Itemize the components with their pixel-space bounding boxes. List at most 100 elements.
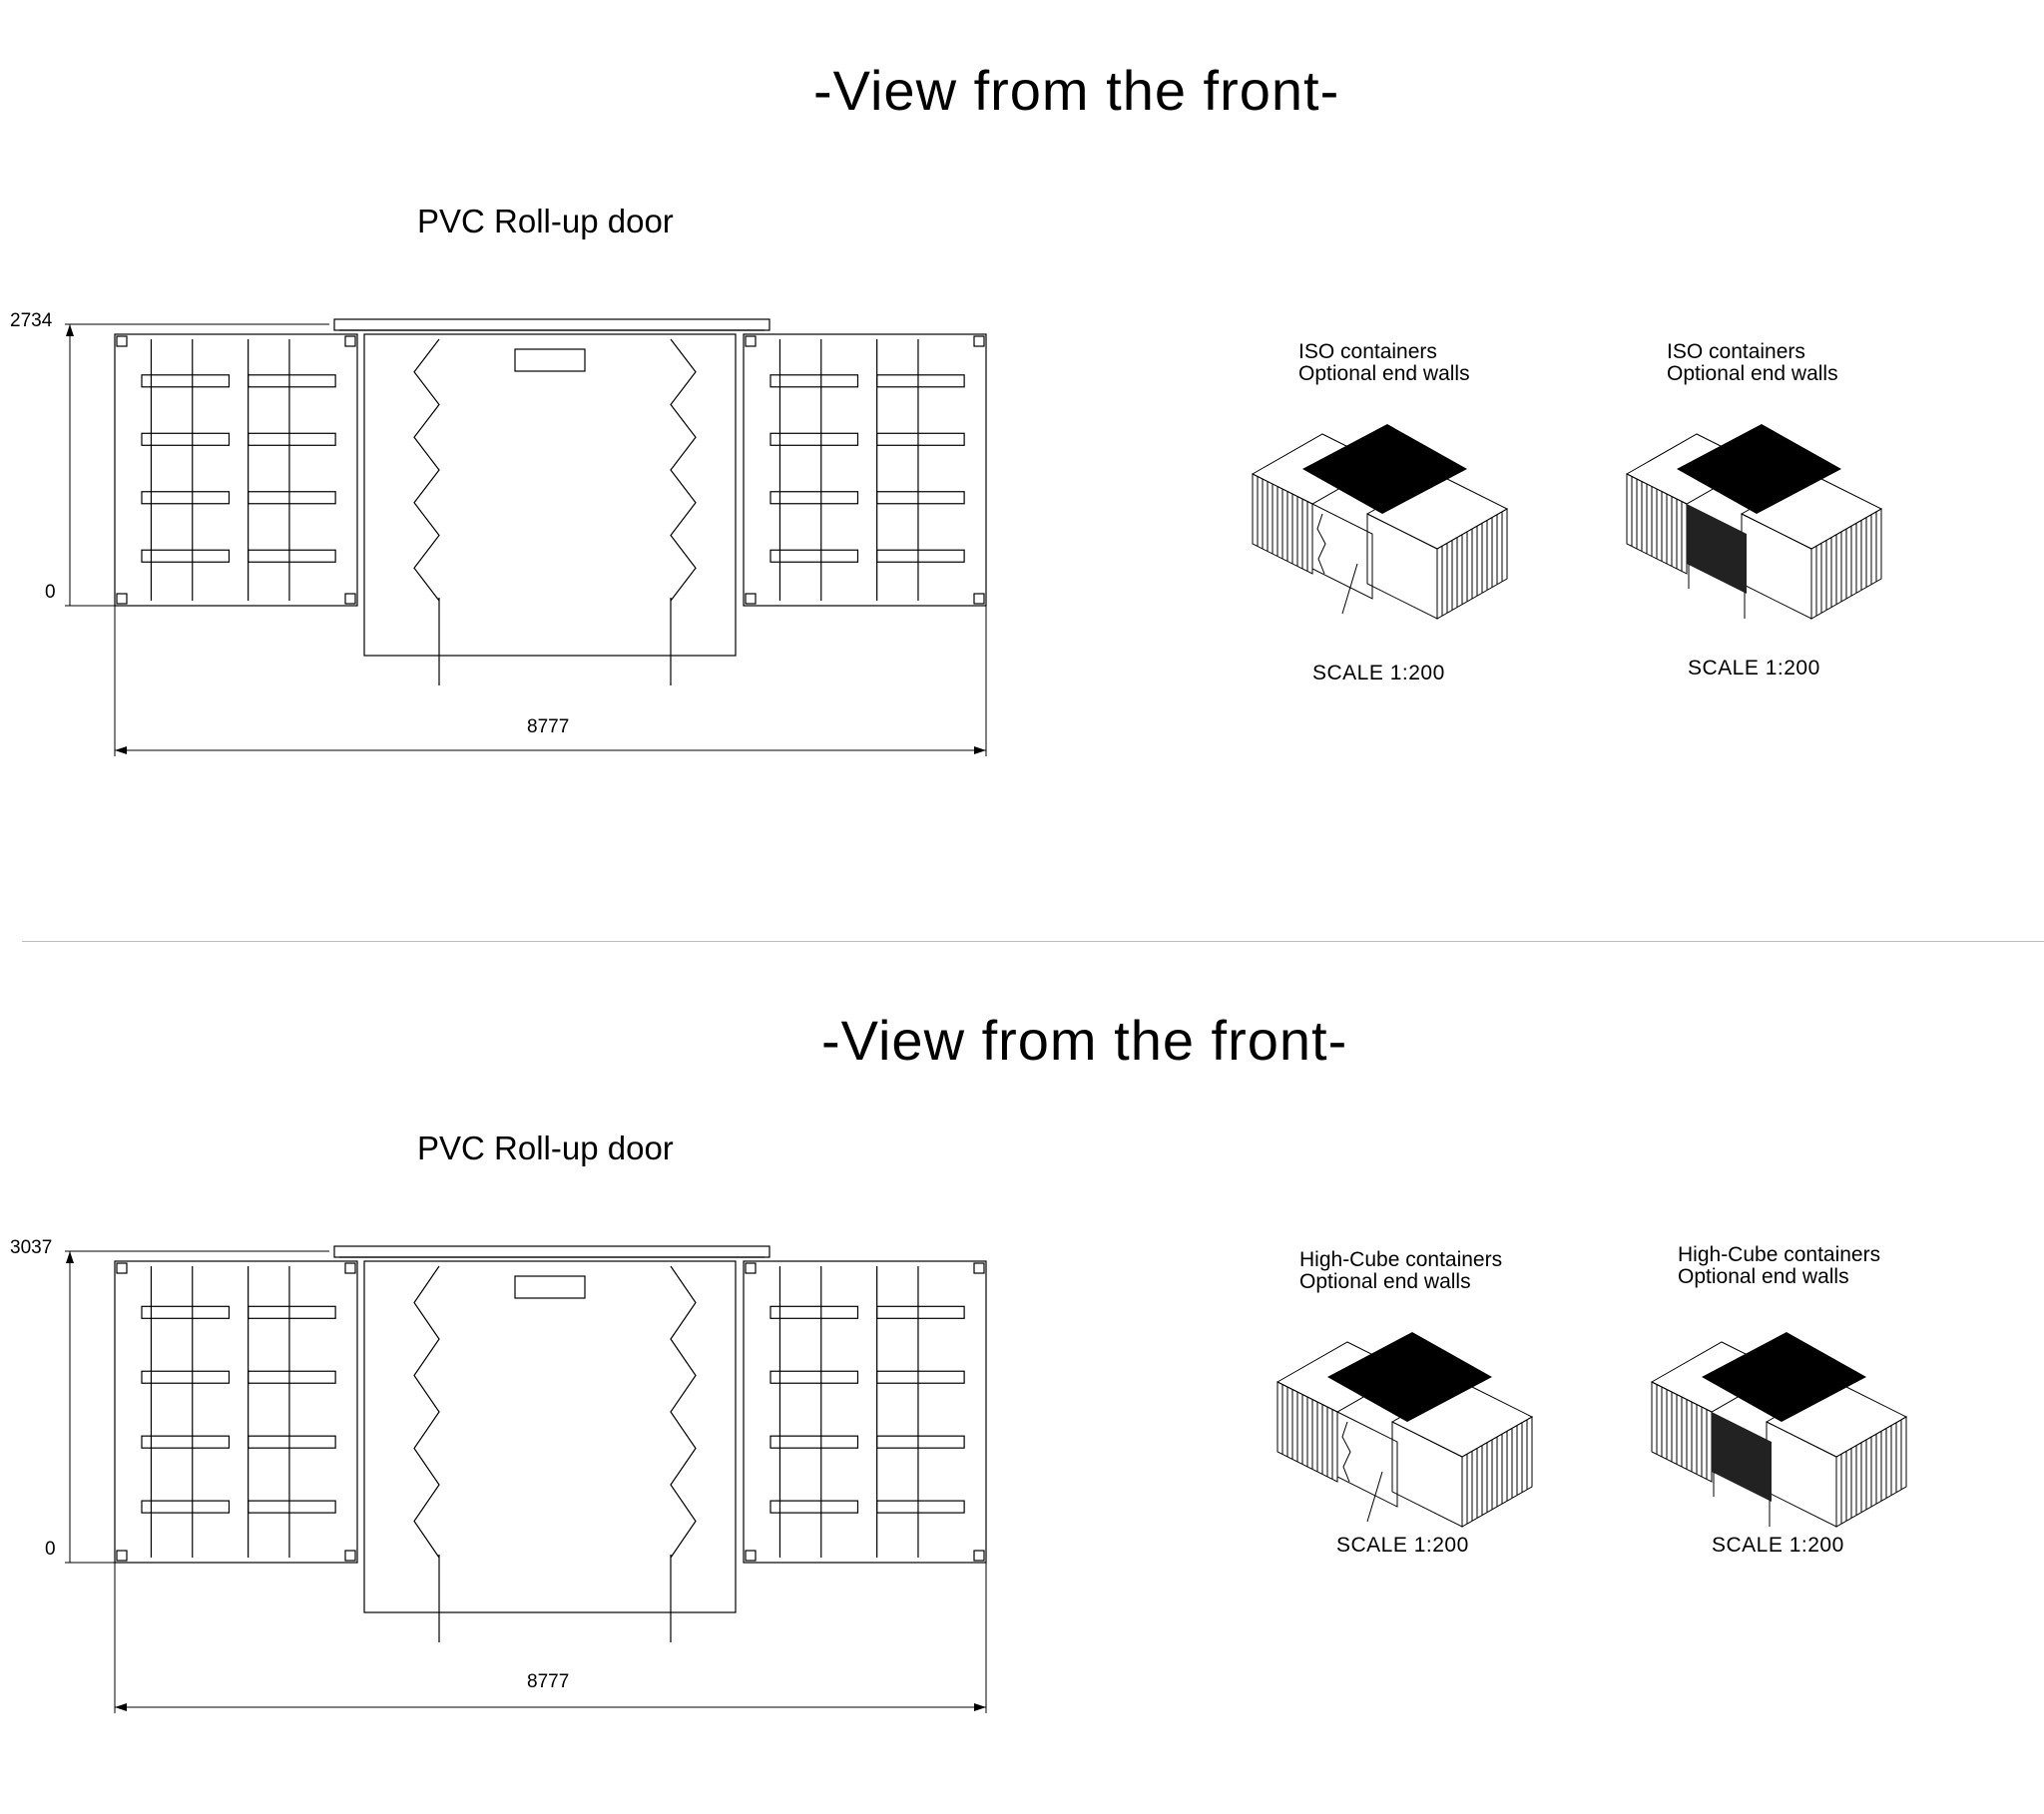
door-header-box [514,348,586,372]
section-2-iso-1-label: High-Cube containers Optional end walls [1299,1249,1502,1293]
corner-casting [344,1550,356,1562]
corner-casting [344,335,356,347]
container-end [743,1260,987,1564]
roll-up-door-guide [670,338,697,602]
section-1-iso-2-scale: SCALE 1:200 [1688,657,1820,680]
door-header-box [514,1275,586,1299]
section-1-title: -View from the front- [813,59,1340,122]
arrow-left [115,746,127,754]
roof-canopy [333,1245,770,1258]
section-2-front-elevation [65,1245,987,1713]
door-rib [248,374,336,388]
roll-up-door-guide [670,1265,697,1559]
door-rib [248,1435,336,1449]
door-rib [248,1500,336,1514]
section-2-height-label: 3037 [10,1237,53,1258]
arrow-up [66,1251,74,1263]
section-1-iso-2-line1: ISO containers [1667,340,1805,363]
section-2-zero-label: 0 [45,1539,56,1560]
door-rib [769,432,859,446]
door-rib [876,432,965,446]
corner-casting [745,1550,757,1562]
section-1-iso-2-drawing [1625,424,1883,620]
corner-casting [745,593,757,605]
iso-zigzag [1316,513,1326,575]
door-frame [363,333,737,657]
section-2-iso-2-drawing [1650,1332,1908,1528]
corner-casting [116,1262,128,1274]
door-rib [248,1370,336,1384]
door-rib [769,1435,859,1449]
door-rib [141,432,231,446]
corner-casting [344,1262,356,1274]
iso-roof-canopy [1327,1332,1492,1422]
iso-leg [1341,563,1358,615]
door-rib [769,1500,859,1514]
door-rib [769,549,859,563]
door-rib [141,549,231,563]
corner-casting [973,1550,985,1562]
arrow-up [66,324,74,336]
section-1-zero-label: 0 [45,582,56,603]
iso-roof-canopy [1677,424,1841,514]
door-rib [876,491,965,505]
door-rib [141,1435,231,1449]
iso-leg [1366,1471,1383,1523]
corner-casting [116,335,128,347]
section-2-iso-1-line2: Optional end walls [1299,1270,1471,1293]
section-2-door-label: PVC Roll-up door [417,1130,674,1166]
iso-container-front [1436,508,1508,620]
iso-roof-canopy [1702,1332,1866,1422]
iso-container-front [1835,1416,1907,1528]
section-2-title: -View from the front- [821,1009,1348,1072]
section-2-iso-2-line1: High-Cube containers [1678,1243,1881,1266]
corner-casting [344,593,356,605]
iso-container-side [1766,1421,1837,1528]
arrow-left [115,1703,127,1711]
arrow-right [974,1703,986,1711]
door-rib [248,1305,336,1319]
door-rib [141,1500,231,1514]
door-rib [876,1500,965,1514]
door-rib [248,549,336,563]
iso-end-wall [1712,1412,1772,1502]
section-1-iso-1-drawing [1251,424,1509,620]
section-2-iso-2-line2: Optional end walls [1678,1265,1849,1288]
corner-casting [745,335,757,347]
container-end [114,1260,358,1564]
section-1-iso-1-line2: Optional end walls [1298,362,1470,385]
section-1-iso-2-line2: Optional end walls [1667,362,1838,385]
corner-casting [116,1550,128,1562]
section-divider [22,941,2044,942]
door-rib [141,1305,231,1319]
section-1-door-label: PVC Roll-up door [417,203,674,239]
section-1-iso-2-label: ISO containers Optional end walls [1667,341,1838,385]
door-rib [248,491,336,505]
iso-container-side [1741,513,1812,620]
door-rib [769,1305,859,1319]
section-1-height-label: 2734 [10,310,53,331]
corner-casting [973,1262,985,1274]
door-rib [769,491,859,505]
corner-casting [116,593,128,605]
door-rib [876,1370,965,1384]
door-rib [248,432,336,446]
roof-canopy [333,318,770,331]
iso-container-front [1810,508,1882,620]
section-1-iso-1-label: ISO containers Optional end walls [1298,341,1470,385]
corner-casting [973,593,985,605]
iso-door-panel [1336,1411,1398,1508]
door-rib [876,1435,965,1449]
roll-up-door-guide [413,338,440,602]
iso-roof-canopy [1302,424,1467,514]
iso-door-panel [1311,503,1373,600]
container-end [743,333,987,607]
door-rib [876,374,965,388]
iso-container-side [1366,513,1438,620]
section-2-iso-1-drawing [1276,1332,1534,1528]
corner-casting [973,335,985,347]
door-rib [769,1370,859,1384]
section-1-iso-1-scale: SCALE 1:200 [1312,662,1445,684]
section-2-iso-2-label: High-Cube containers Optional end walls [1678,1244,1880,1288]
section-2-iso-1-line1: High-Cube containers [1299,1248,1503,1271]
